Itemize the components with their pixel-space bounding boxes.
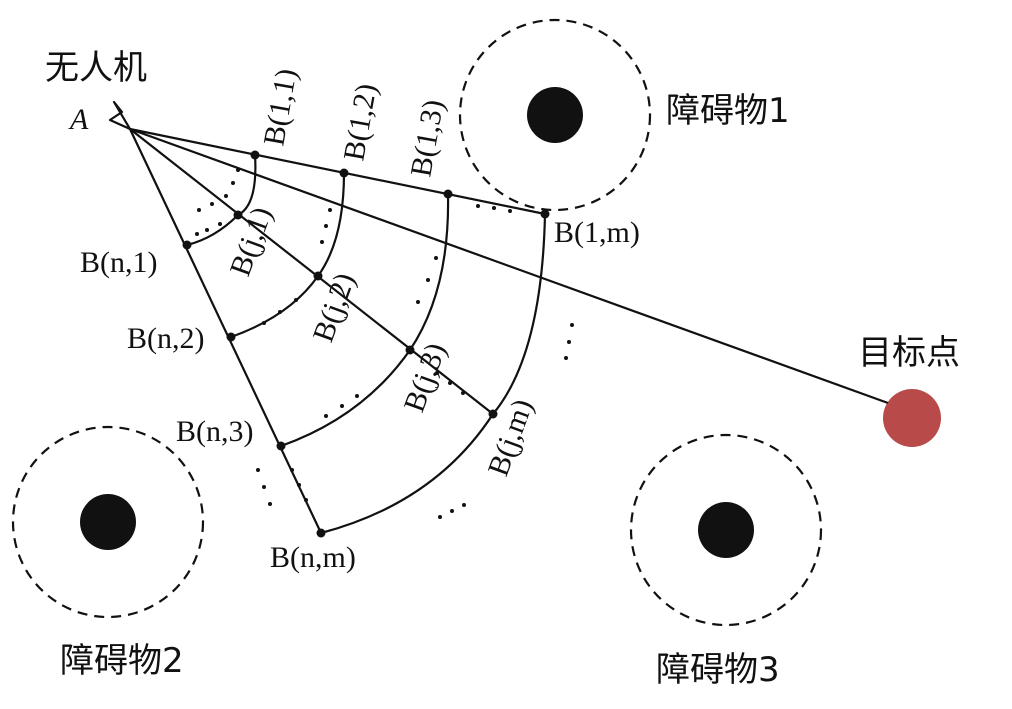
- node-b12: [339, 168, 349, 178]
- node-b1m: [540, 209, 550, 219]
- node-bn3: [276, 441, 286, 451]
- node-label-bn3: B(n,3): [176, 415, 254, 448]
- node-b13: [443, 189, 453, 199]
- node-bj2: [313, 271, 323, 281]
- node-bj1: [233, 210, 243, 220]
- obstacle-3-core: [698, 502, 754, 558]
- target-point-marker: [883, 389, 941, 447]
- target-label: 目标点: [858, 333, 960, 373]
- obstacle-2-label: 障碍物2: [60, 641, 184, 681]
- obstacle-3-safety-ring: [629, 433, 823, 627]
- node-bn1: [182, 240, 192, 250]
- obstacle-3: [629, 433, 823, 627]
- node-label-b1m: B(1,m): [554, 216, 640, 249]
- obstacle-2-core: [80, 494, 136, 550]
- radial-row-1: [129, 127, 546, 216]
- node-label-bj1: B(j,1): [224, 203, 279, 281]
- obstacle-2: [11, 425, 205, 619]
- node-label-bn2: B(n,2): [127, 322, 205, 355]
- node-bj3: [405, 345, 415, 355]
- node-b11: [250, 150, 260, 160]
- obstacle-3-label: 障碍物3: [656, 650, 780, 690]
- radial-row-n: [129, 128, 322, 534]
- node-bnm: [316, 528, 326, 538]
- uav-arrow-icon: [108, 100, 132, 131]
- node-label-b13: B(1,3): [404, 97, 450, 179]
- node-label-bn1: B(n,1): [80, 246, 158, 279]
- obstacle-1: [458, 18, 652, 212]
- node-bjm: [488, 409, 498, 419]
- obstacle-2-safety-ring: [11, 425, 205, 619]
- grid-nodes: [182, 150, 550, 538]
- radial-row-j: [129, 128, 494, 415]
- obstacle-1-label: 障碍物1: [666, 91, 790, 131]
- obstacle-1-safety-ring: [458, 18, 652, 212]
- line-a-to-target: [129, 127, 889, 405]
- uav-point-label: A: [68, 103, 89, 136]
- node-label-b11: B(1,1): [257, 66, 303, 148]
- obstacle-1-core: [527, 87, 583, 143]
- node-bn2: [226, 332, 236, 342]
- uav-label: 无人机: [45, 48, 147, 88]
- ellipsis-dots: [195, 168, 574, 519]
- node-label-bnm: B(n,m): [270, 541, 356, 574]
- node-label-bjm: B(j,m): [482, 395, 540, 481]
- node-label-b12: B(1,2): [337, 81, 383, 163]
